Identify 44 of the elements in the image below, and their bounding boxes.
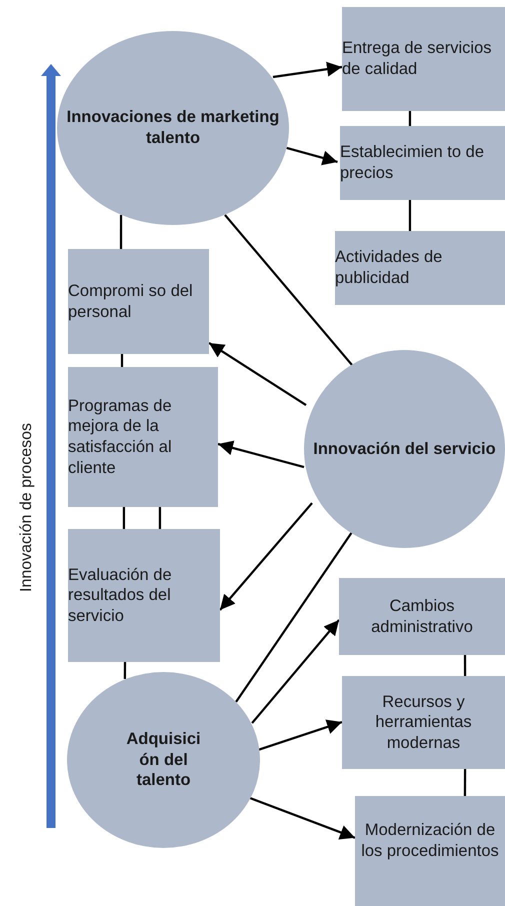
connector-line bbox=[122, 507, 126, 529]
connector-line bbox=[120, 354, 124, 367]
connector-line bbox=[408, 111, 412, 126]
connector-line bbox=[235, 531, 353, 703]
node-text: Entrega de servicios de calidad bbox=[342, 38, 492, 80]
connector-line bbox=[464, 655, 466, 676]
node-text: Recursos y herramientas modernas bbox=[374, 692, 473, 754]
connector-line bbox=[464, 769, 466, 796]
arrow bbox=[286, 146, 338, 166]
connector-line bbox=[224, 214, 353, 366]
connector-line bbox=[158, 507, 162, 529]
arrow bbox=[218, 440, 304, 468]
connector-line bbox=[120, 214, 122, 249]
ellipse-node bbox=[57, 31, 289, 225]
process-box bbox=[342, 676, 505, 769]
node-text: Adquisici ón del talento bbox=[125, 729, 202, 791]
arrow bbox=[250, 796, 356, 840]
node-text: Cambios administrativo bbox=[370, 596, 474, 638]
process-box bbox=[355, 796, 505, 906]
arrow bbox=[272, 62, 342, 78]
arrow bbox=[258, 720, 342, 752]
node-text: Actividades de publicidad bbox=[335, 247, 444, 289]
ellipse-node bbox=[304, 350, 505, 548]
process-box bbox=[68, 529, 220, 662]
node-text: Compromi so del personal bbox=[68, 280, 194, 322]
node-text: Evaluación de resultados del servicio bbox=[68, 564, 173, 626]
connector-line bbox=[408, 200, 412, 231]
process-box bbox=[339, 578, 505, 655]
process-box bbox=[68, 249, 209, 354]
axis-label: Innovación de procesos bbox=[18, 423, 36, 592]
arrow bbox=[219, 502, 313, 611]
node-text: Innovación del servicio bbox=[313, 438, 496, 460]
connector-line bbox=[124, 662, 126, 680]
process-box bbox=[342, 7, 505, 111]
node-text: Modernización de los procedimientos bbox=[360, 820, 500, 862]
process-box bbox=[68, 367, 218, 507]
ellipse-node bbox=[67, 672, 260, 848]
process-box bbox=[340, 126, 505, 200]
arrow bbox=[251, 619, 340, 724]
node-text: Innovaciones de marketing talento bbox=[66, 107, 280, 149]
node-text: Establecimien to de precios bbox=[340, 142, 485, 184]
node-text: Programas de mejora de la satisfacción al cliente bbox=[68, 396, 173, 478]
process-box bbox=[335, 231, 505, 305]
arrow bbox=[208, 342, 307, 406]
